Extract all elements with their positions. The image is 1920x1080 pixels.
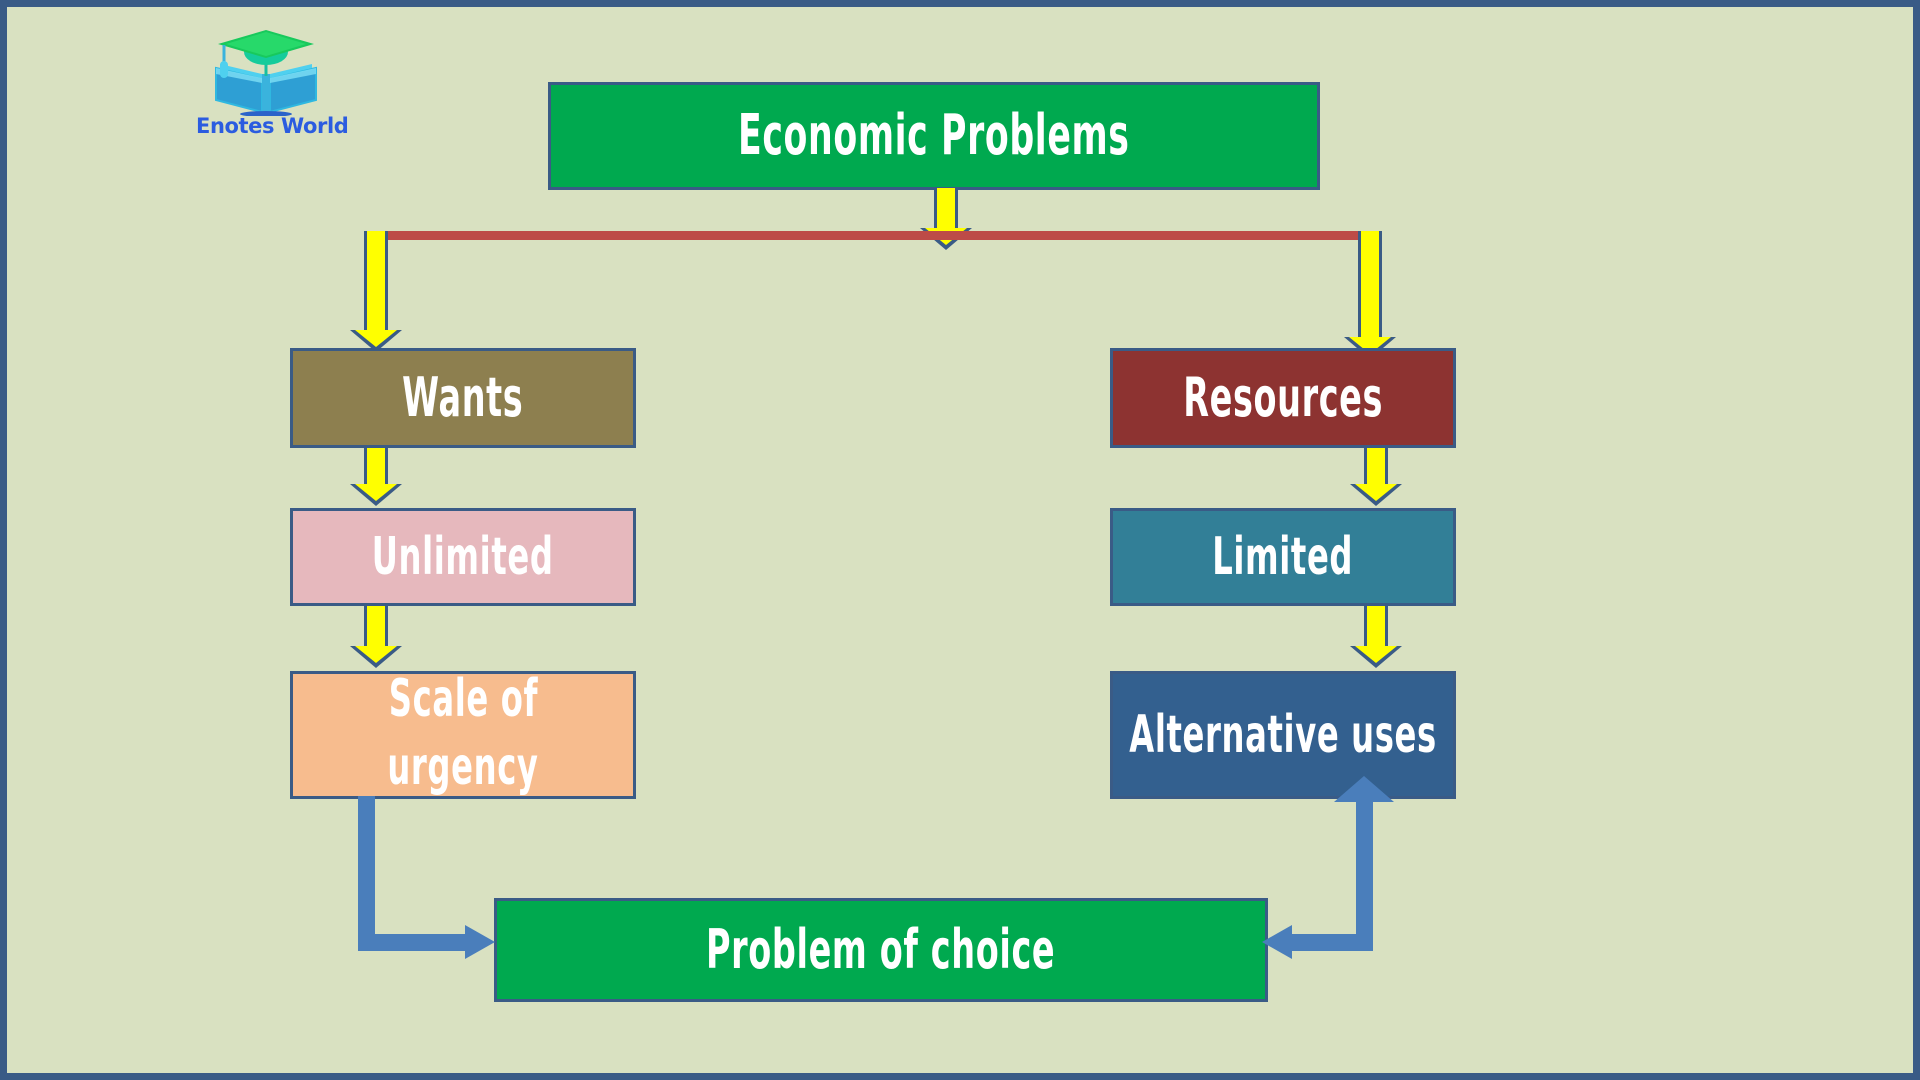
node-label-economic-problems: Economic Problems (738, 102, 1130, 168)
node-scale-of-urgency[interactable]: Scale of urgency (290, 668, 636, 799)
node-economic-problems[interactable]: Economic Problems (548, 82, 1320, 190)
node-unlimited[interactable]: Unlimited (290, 508, 636, 606)
node-label-alternative-uses: Alternative uses (1129, 704, 1437, 765)
arrow-root-to-split-shaft (934, 188, 958, 232)
elbow-right-horizontal (1292, 934, 1373, 951)
node-label-scale-of-urgency-line1: Scale of (388, 668, 538, 729)
node-wants[interactable]: Wants (290, 348, 636, 448)
node-limited[interactable]: Limited (1110, 508, 1456, 606)
arrow-split-to-wants-shaft (364, 231, 388, 334)
node-label-problem-of-choice: Problem of choice (706, 917, 1056, 981)
split-bar (378, 231, 1381, 240)
arrow-split-to-resources-shaft (1358, 231, 1382, 341)
elbow-right-vertical (1356, 796, 1373, 951)
graduation-cap-book-icon (215, 30, 317, 116)
logo: Enotes World (196, 28, 349, 148)
arrow-limited-to-alternative-head-fill (1355, 646, 1397, 663)
node-label-unlimited: Unlimited (372, 526, 554, 587)
node-label-limited: Limited (1212, 526, 1354, 587)
arrow-unlimited-to-scale-shaft (364, 606, 388, 650)
arrow-wants-to-unlimited-shaft (364, 448, 388, 488)
node-alternative-uses[interactable]: Alternative uses (1110, 671, 1456, 799)
elbow-right-arrowhead (1262, 925, 1292, 959)
node-label-resources: Resources (1183, 365, 1383, 429)
arrow-unlimited-to-scale-head-fill (355, 646, 397, 663)
elbow-left-horizontal (358, 934, 471, 951)
node-problem-of-choice[interactable]: Problem of choice (494, 898, 1268, 1002)
arrow-wants-to-unlimited-head-fill (355, 484, 397, 501)
logo-text: Enotes World (196, 114, 349, 138)
elbow-right-up-arrowhead (1334, 776, 1394, 802)
node-label-wants: Wants (402, 365, 524, 429)
node-label-scale-of-urgency-line2: urgency (387, 737, 539, 797)
elbow-left-vertical (358, 796, 375, 951)
elbow-left-arrowhead (465, 925, 495, 959)
arrow-split-to-wants-head-fill (355, 330, 397, 347)
arrow-limited-to-alternative-shaft (1364, 606, 1388, 650)
arrow-resources-to-limited-shaft (1364, 448, 1388, 488)
arrow-resources-to-limited-head-fill (1355, 484, 1397, 501)
node-resources[interactable]: Resources (1110, 348, 1456, 448)
